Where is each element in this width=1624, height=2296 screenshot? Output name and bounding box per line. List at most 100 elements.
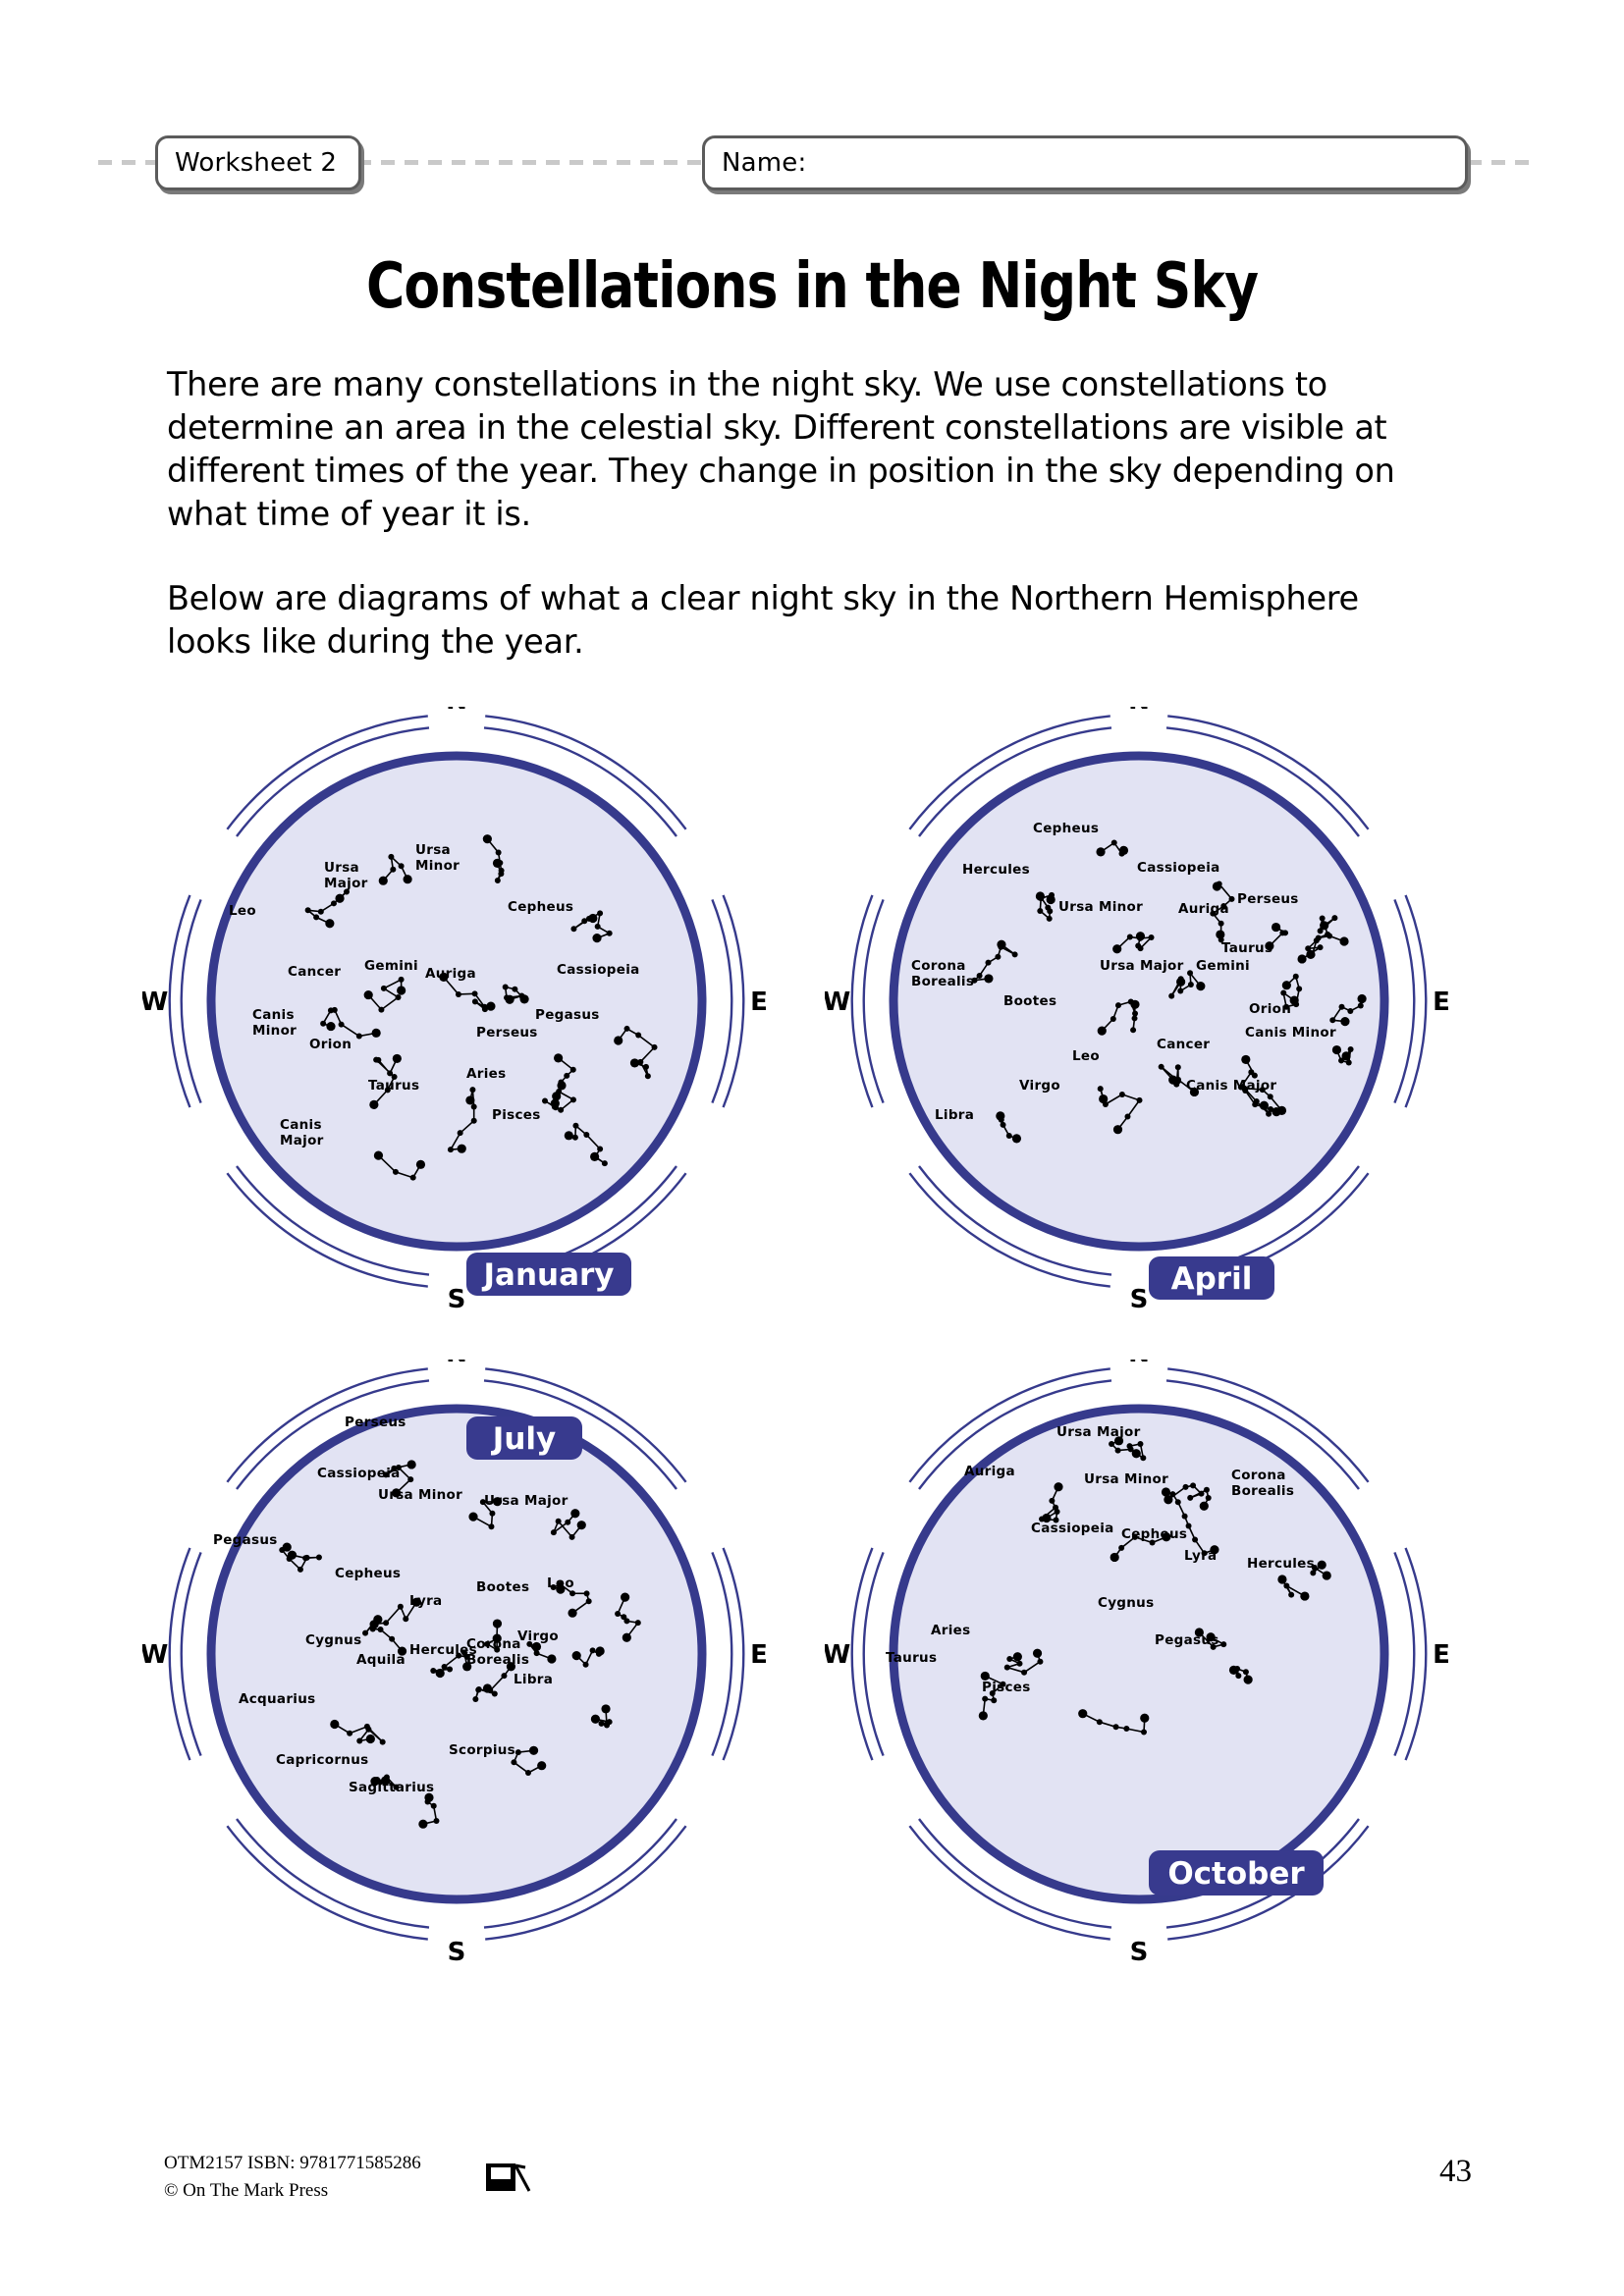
constellation-label: Canis Major	[1186, 1078, 1276, 1094]
constellation-label: Virgo	[1019, 1078, 1060, 1094]
month-badge: January	[466, 1253, 631, 1296]
constellation-label: Hercules	[962, 862, 1030, 878]
compass-north: N	[1128, 707, 1150, 716]
constellation-label: Cepheus	[1121, 1526, 1187, 1542]
constellation-label: Leo	[229, 903, 256, 919]
constellation-label: Lyra	[409, 1593, 442, 1609]
footer-copyright-line: © On The Mark Press	[164, 2179, 329, 2201]
constellation-label: Canis Minor	[1245, 1025, 1336, 1041]
constellation-label: Auriga	[425, 966, 476, 982]
name-field-label: Name:	[722, 148, 807, 178]
constellation-label: Perseus	[1237, 891, 1299, 907]
constellation-label: Pisces	[492, 1107, 541, 1123]
constellation-label: Cygnus	[1098, 1595, 1154, 1611]
compass-east: E	[750, 988, 768, 1017]
compass-south: S	[1130, 1938, 1149, 1967]
constellation-label: Taurus	[886, 1650, 937, 1666]
constellation-label: Ursa Minor	[1058, 899, 1143, 915]
constellation-label: Ursa Major	[484, 1493, 568, 1509]
constellation-label: Libra	[514, 1672, 553, 1687]
worksheet-header: Worksheet 2 Name:	[0, 130, 1624, 194]
constellation-label: Cancer	[1157, 1037, 1210, 1052]
constellation-label: Cepheus	[508, 899, 573, 915]
constellation-label: Pegasus	[535, 1007, 600, 1023]
constellation-label: Cassiopeia	[1137, 860, 1220, 876]
compass-south: S	[448, 1938, 466, 1967]
compass-north: N	[446, 1360, 467, 1368]
footer-imprint: OTM2157 ISBN: 9781771585286 © On The Mar…	[164, 2150, 421, 2204]
month-badge-label: April	[1171, 1261, 1253, 1297]
compass-east: E	[750, 1640, 768, 1670]
constellation-label: Virgo	[517, 1629, 559, 1644]
constellation-label: Ursa Minor	[1084, 1471, 1168, 1487]
constellation-label: Gemini	[1196, 958, 1250, 974]
constellation-label: Auriga	[964, 1464, 1015, 1479]
constellation-label: Ursa Minor	[378, 1487, 462, 1503]
constellation-label: Bootes	[476, 1579, 529, 1595]
constellation-label: Sagittarius	[349, 1780, 434, 1795]
publisher-logo-icon	[486, 2163, 531, 2192]
constellation-label: Cygnus	[305, 1632, 361, 1648]
constellation-label: Pisces	[982, 1680, 1031, 1695]
name-field-box[interactable]: Name:	[702, 135, 1468, 190]
page-number: 43	[1439, 2154, 1472, 2189]
constellation-label: Taurus	[368, 1078, 419, 1094]
constellation-label: Leo	[547, 1575, 574, 1591]
constellation-label: Cepheus	[1033, 821, 1099, 836]
constellation-label: Orion	[309, 1037, 352, 1052]
compass-south: S	[448, 1285, 466, 1314]
constellation-label: Scorpius	[449, 1742, 515, 1758]
footer-isbn-line: OTM2157 ISBN: 9781771585286	[164, 2153, 421, 2173]
constellation-label: Bootes	[1003, 993, 1056, 1009]
page-footer: OTM2157 ISBN: 9781771585286 © On The Mar…	[0, 2150, 1624, 2238]
constellation-label: Cassiopeia	[317, 1466, 401, 1481]
constellation-label: Orion	[1249, 1001, 1291, 1017]
intro-paragraph-1: There are many constellations in the nig…	[167, 365, 1395, 533]
month-badge: April	[1149, 1256, 1274, 1300]
compass-east: E	[1433, 988, 1450, 1017]
constellation-label: Perseus	[345, 1415, 406, 1430]
constellation-label: Pegasus	[213, 1532, 278, 1548]
constellation-label: Pegasus	[1155, 1632, 1219, 1648]
constellation-label: Hercules	[409, 1642, 477, 1658]
month-badge: October	[1149, 1850, 1324, 1896]
constellation-label: Cassiopeia	[1031, 1521, 1114, 1536]
constellation-label: Ursa Major	[1056, 1424, 1141, 1440]
worksheet-number-box: Worksheet 2	[155, 135, 361, 190]
month-badge-label: January	[481, 1257, 614, 1293]
constellation-label: Aries	[466, 1066, 506, 1082]
intro-paragraph-2: Below are diagrams of what a clear night…	[167, 579, 1359, 661]
constellation-label: Acquarius	[239, 1691, 315, 1707]
constellation-label: Libra	[935, 1107, 974, 1123]
compass-west: W	[142, 988, 168, 1017]
constellation-label: Lyra	[1184, 1548, 1217, 1564]
page-title: Constellations in the Night Sky	[365, 250, 1259, 323]
compass-north: N	[1128, 1360, 1150, 1368]
constellation-label: Capricornus	[276, 1752, 368, 1768]
header-dash-left	[98, 160, 161, 165]
constellation-label: Taurus	[1221, 940, 1272, 956]
month-badge-label: July	[491, 1421, 556, 1457]
compass-west: W	[825, 988, 850, 1017]
constellation-label: Aquila	[356, 1652, 406, 1668]
constellation-label: Cassiopeia	[557, 962, 640, 978]
constellation-label: Gemini	[364, 958, 418, 974]
compass-east: E	[1433, 1640, 1450, 1670]
month-badge-label: October	[1167, 1856, 1305, 1892]
constellation-label: Ursa Major	[1100, 958, 1184, 974]
constellation-label: Cepheus	[335, 1566, 401, 1581]
constellation-label: Perseus	[476, 1025, 538, 1041]
compass-south: S	[1130, 1285, 1149, 1314]
month-badge: July	[466, 1416, 582, 1460]
compass-west: W	[825, 1640, 850, 1670]
compass-north: N	[446, 707, 467, 716]
